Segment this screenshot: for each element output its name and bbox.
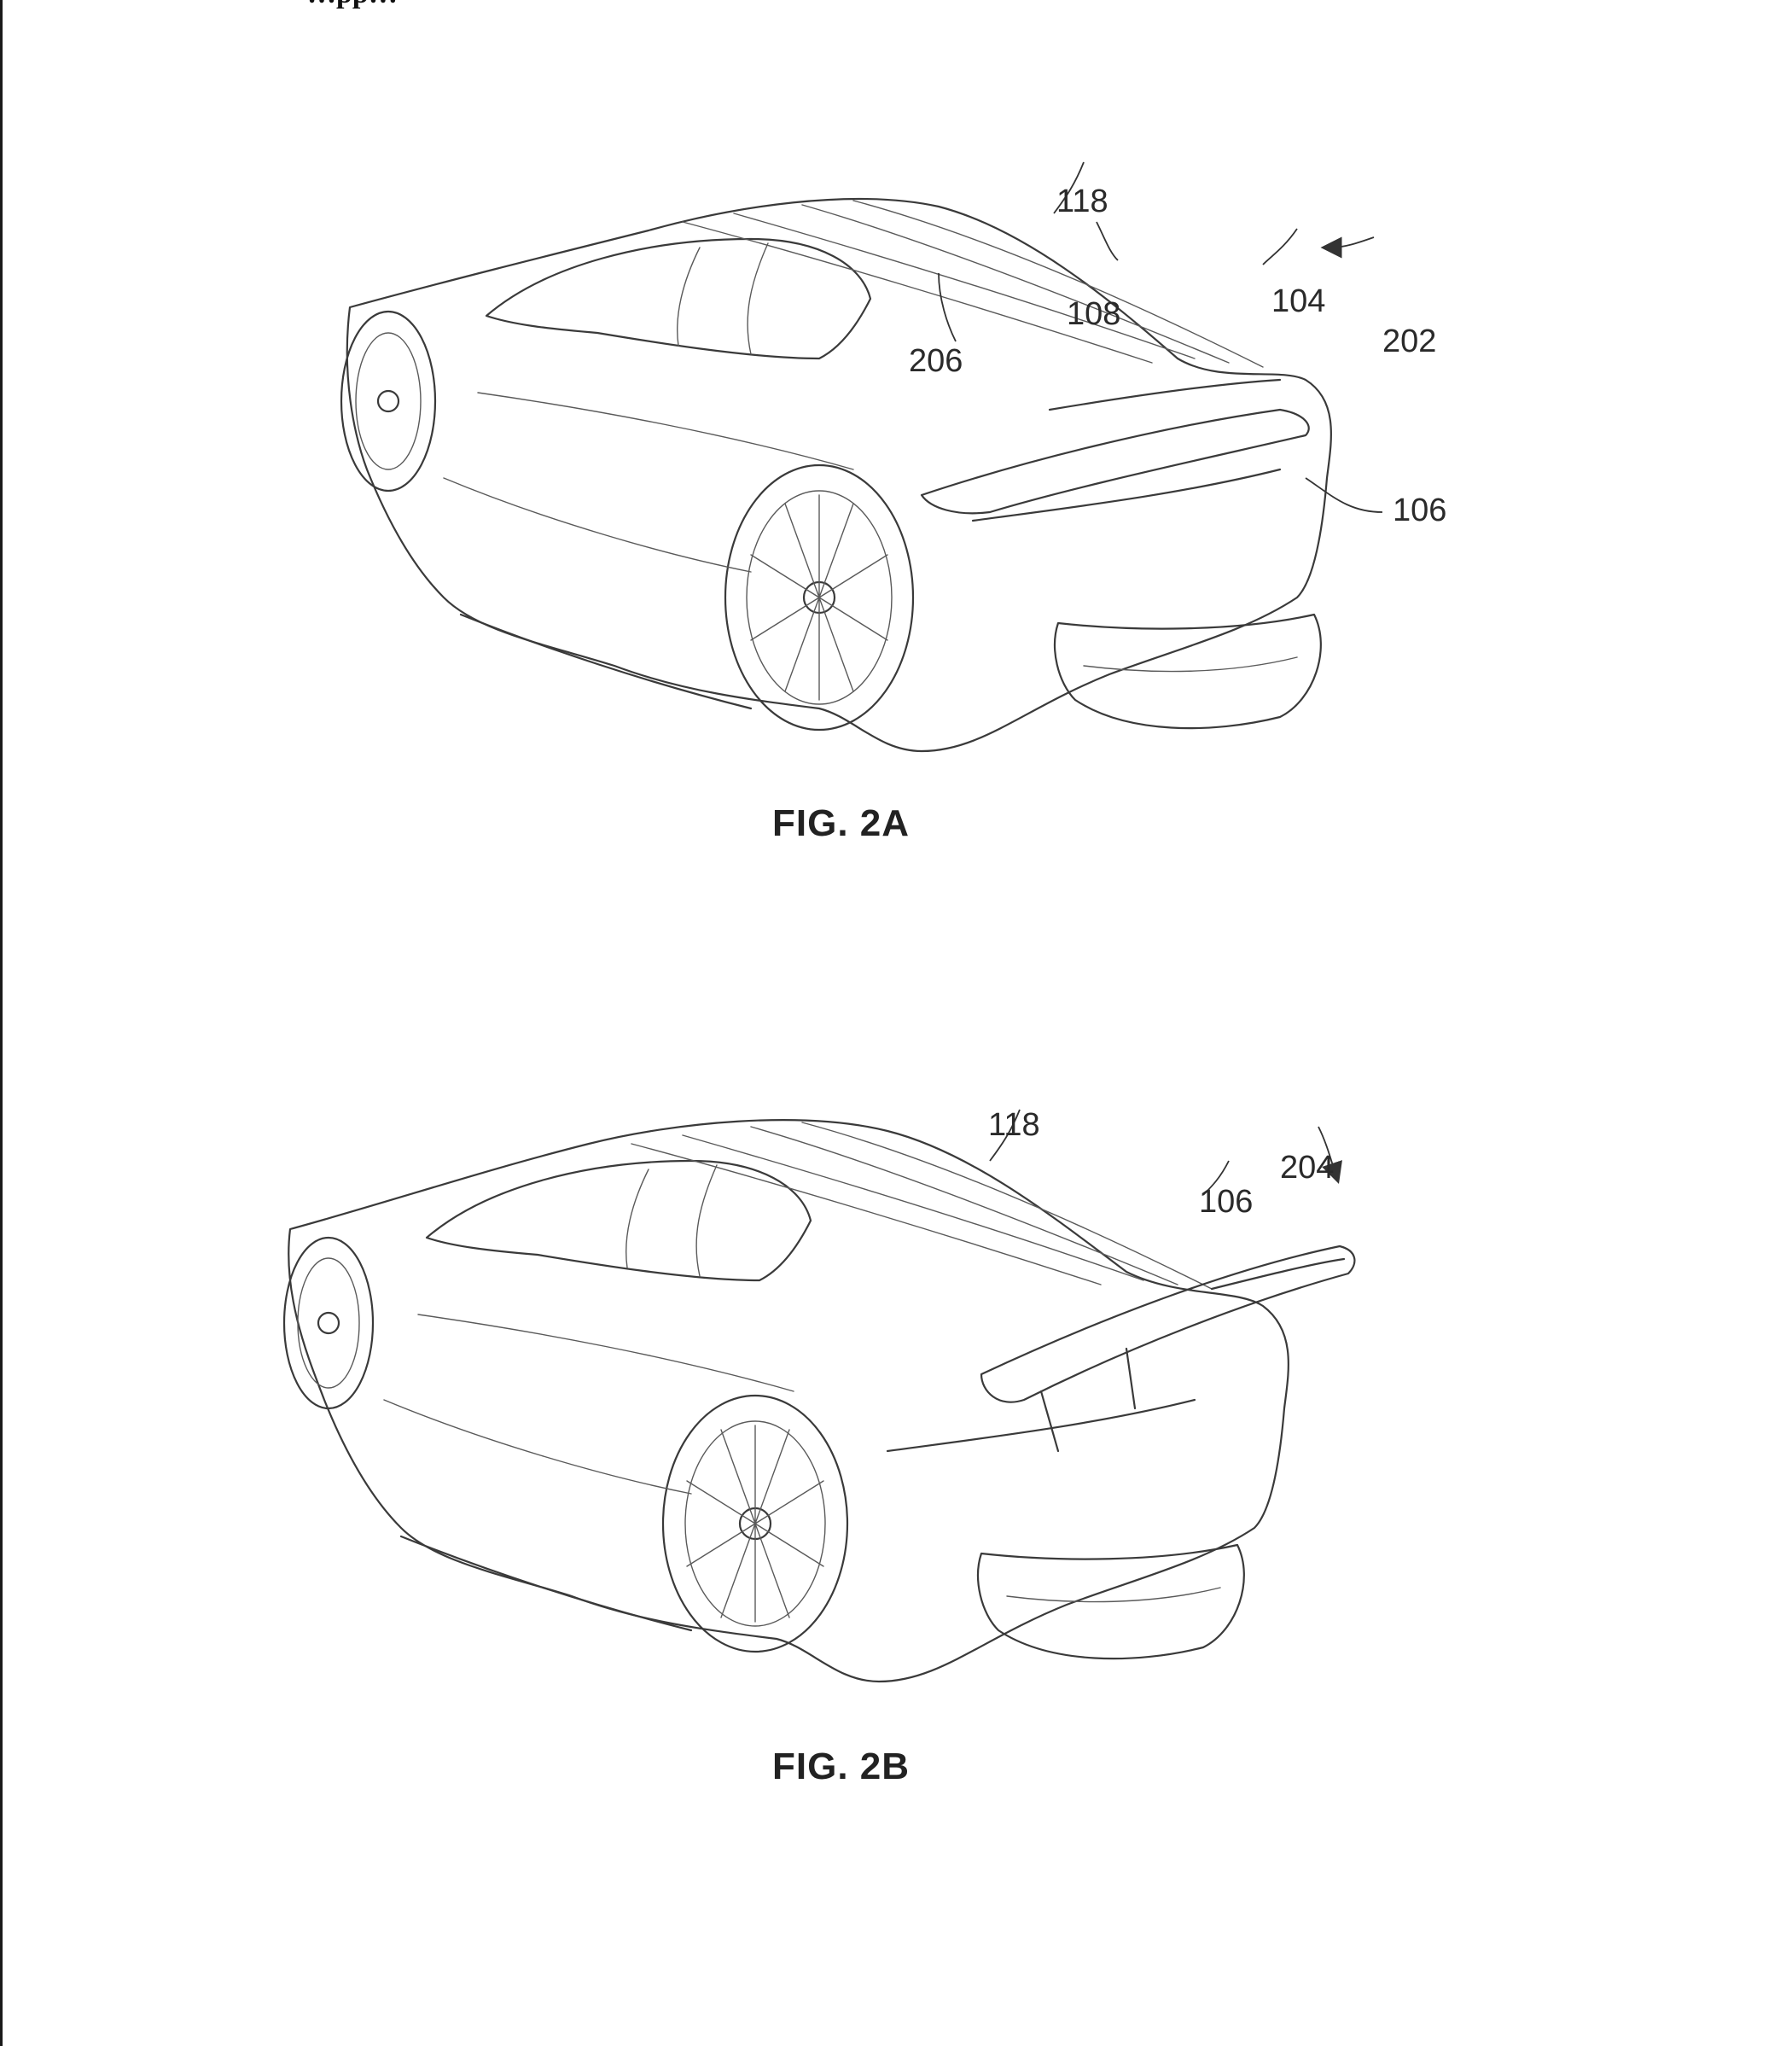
leader-106-2b: [1202, 1160, 1230, 1196]
ref-106-2a: 106: [1393, 493, 1446, 528]
leader-104: [1262, 228, 1298, 265]
car-drawing-deployed-spoiler: [282, 1109, 1356, 1683]
car-drawing-retracted-spoiler: [340, 161, 1383, 753]
leader-202: [1320, 236, 1375, 259]
ref-118-2b: 118: [988, 1107, 1040, 1143]
ref-106-2b: 106: [1199, 1184, 1253, 1220]
ref-104-2a: 104: [1271, 283, 1325, 319]
ref-204-2b: 204: [1280, 1150, 1334, 1186]
cropped-header-text: …pp…: [307, 0, 905, 12]
figure-2b-caption: FIG. 2B: [772, 1746, 911, 1787]
ref-202-2a: 202: [1382, 324, 1436, 359]
leader-106: [1305, 477, 1383, 513]
leader-206: [938, 272, 957, 342]
figure-2a-caption: FIG. 2A: [772, 802, 911, 844]
ref-118-2a: 118: [1056, 184, 1108, 219]
ref-108-2a: 108: [1067, 296, 1120, 332]
figure-2b: 118 204 106: [0, 1093, 1792, 1861]
leader-118: [1053, 161, 1085, 214]
figure-2a-drawing: 118 104 108 202 206 106: [340, 161, 1446, 753]
leader-204-2b: [1318, 1126, 1342, 1184]
leader-118-2b: [989, 1109, 1021, 1162]
ref-206-2a: 206: [909, 343, 963, 379]
page-left-border: [0, 0, 3, 2046]
figure-2a: 118 104 108 202 206 106: [0, 154, 1792, 922]
leader-108: [1096, 221, 1119, 261]
figure-2b-drawing: 118 204 106: [282, 1107, 1356, 1683]
